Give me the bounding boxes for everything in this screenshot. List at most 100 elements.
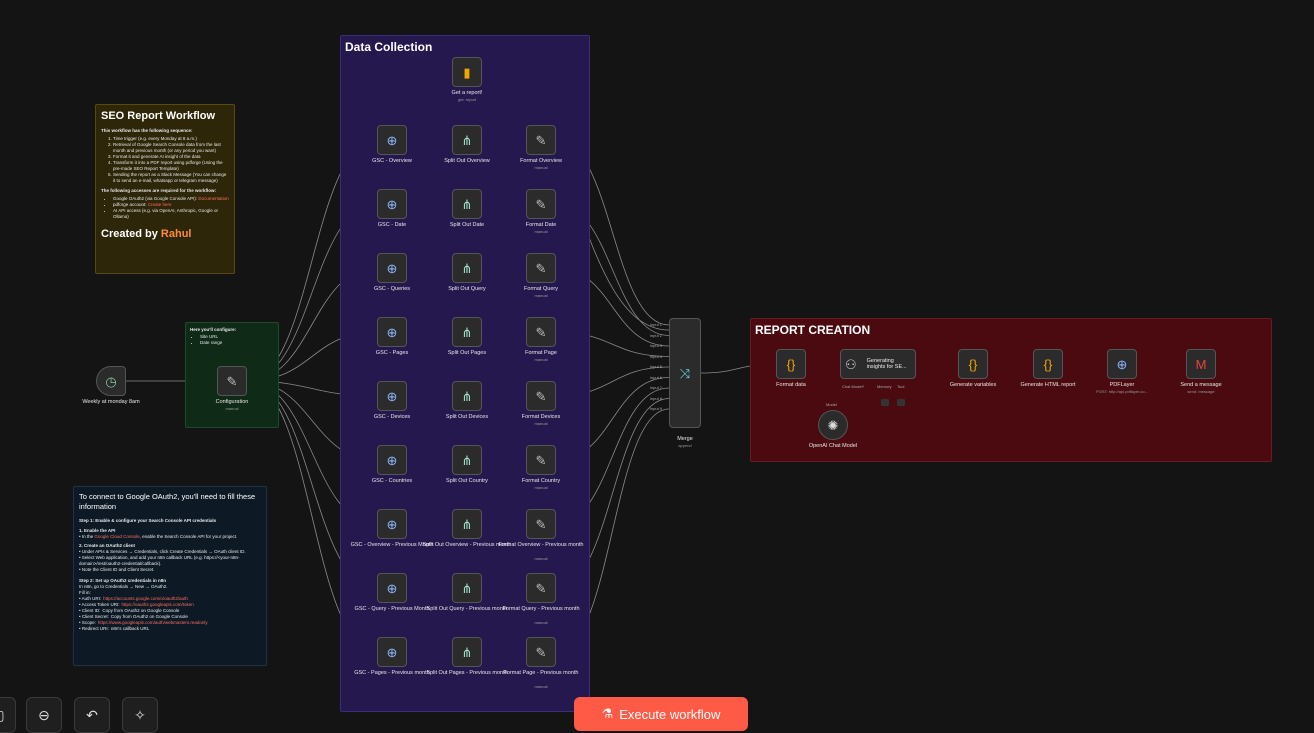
oauth-s1b-line: • Note the Client ID and Client Secret. (79, 567, 155, 572)
split-icon: ⋔ (461, 324, 473, 340)
format-node[interactable]: ✎ (526, 573, 556, 603)
openai-chat-model-node[interactable]: ✺ (818, 410, 848, 440)
format-data-node[interactable]: {} (776, 349, 806, 379)
format-node[interactable]: ✎ (526, 317, 556, 347)
format-node-subtitle: manual (534, 421, 548, 426)
split-icon: ⋔ (461, 196, 473, 212)
gsc-node-label: GSC - Queries (373, 286, 411, 292)
gsc-node[interactable]: ⊕ (377, 573, 407, 603)
split-out-node-label: Split Out Overview (444, 158, 490, 164)
format-node-label: Format Country (521, 478, 561, 484)
undo-button[interactable]: ↶ (74, 697, 110, 733)
split-out-node[interactable]: ⋔ (452, 381, 482, 411)
generate-variables-node[interactable]: {} (958, 349, 988, 379)
pdflayer-node-subtitle: POST: http://api.pdflayer.co... (1096, 389, 1148, 394)
seo-access-item: Google OAuth2 (via Google Console API): … (113, 196, 229, 202)
gmail-icon: M (1195, 356, 1207, 372)
format-node[interactable]: ✎ (526, 637, 556, 667)
format-node-subtitle: manual (534, 556, 548, 561)
gsc-node[interactable]: ⊕ (377, 445, 407, 475)
oauth-s1a-text: • In the Google Cloud Console, enable th… (79, 534, 238, 539)
gsc-node[interactable]: ⊕ (377, 317, 407, 347)
undo-icon: ↶ (86, 706, 98, 723)
merge-node[interactable]: ⤨ (669, 318, 701, 428)
braces-icon: {} (968, 356, 978, 372)
model-port-label: Model (826, 402, 837, 407)
format-node[interactable]: ✎ (526, 381, 556, 411)
oauth-field: • Scope:https://www.googleapis.com/auth/… (79, 620, 208, 625)
split-out-node[interactable]: ⋔ (452, 509, 482, 539)
oauth-step1: Step 1: Enable & configure your Search C… (79, 518, 217, 523)
config-item: Site URL (200, 334, 274, 340)
generate-variables-node-label: Generate variables (949, 382, 997, 388)
format-node[interactable]: ✎ (526, 189, 556, 219)
oauth-field: • Client ID:Copy from OAuth2 on Google C… (79, 608, 180, 613)
schedule-trigger-node[interactable]: ◷ (96, 366, 126, 396)
create-here-link[interactable]: Create here (147, 202, 172, 207)
execute-workflow-label: Execute workflow (619, 706, 721, 722)
format-node-label: Format Overview (520, 158, 562, 164)
pdflayer-node[interactable]: ⊕ (1107, 349, 1137, 379)
gsc-node[interactable]: ⊕ (377, 253, 407, 283)
openai-icon: ✺ (827, 417, 839, 433)
oauth-sticky[interactable]: To connect to Google OAuth2, you'll need… (73, 486, 267, 666)
config-sticky-title: Here you'll configure: (190, 327, 237, 332)
tool-port-label: Tool (897, 384, 905, 389)
globe-icon: ⊕ (386, 196, 398, 212)
split-out-node[interactable]: ⋔ (452, 253, 482, 283)
gsc-node-label: GSC - Pages (375, 350, 409, 356)
format-node[interactable]: ✎ (526, 253, 556, 283)
split-out-node[interactable]: ⋔ (452, 125, 482, 155)
split-out-node-label: Split Out Overview - Previous month (422, 542, 512, 548)
flask-icon: ⚗ (601, 706, 614, 721)
gsc-node[interactable]: ⊕ (377, 125, 407, 155)
gsc-node[interactable]: ⊕ (377, 509, 407, 539)
generate-html-node[interactable]: {} (1033, 349, 1063, 379)
seo-step: Retrieval of Google Search Console data … (113, 142, 229, 154)
oauth-field: • Client Secret:Copy from OAuth2 on Goog… (79, 614, 188, 619)
format-node-subtitle: manual (534, 229, 548, 234)
pencil-icon: ✎ (535, 580, 547, 596)
add-tool-button[interactable] (897, 399, 905, 406)
format-node-subtitle: manual (534, 293, 548, 298)
merge-icon: ⤨ (679, 365, 691, 381)
gsc-node[interactable]: ⊕ (377, 381, 407, 411)
format-node-subtitle: manual (534, 485, 548, 490)
split-out-node[interactable]: ⋔ (452, 317, 482, 347)
configuration-node[interactable]: ✎ (217, 366, 247, 396)
format-node[interactable]: ✎ (526, 445, 556, 475)
format-node[interactable]: ✎ (526, 509, 556, 539)
seo-step: Format it and generate AI insight of the… (113, 154, 229, 160)
split-out-node[interactable]: ⋔ (452, 573, 482, 603)
split-out-node[interactable]: ⋔ (452, 637, 482, 667)
robot-icon: ⚇ (845, 356, 857, 372)
execute-workflow-button[interactable]: ⚗ Execute workflow (574, 697, 748, 731)
google-cloud-console-link[interactable]: Google Cloud Console (94, 534, 140, 539)
fit-view-button[interactable]: ▢ (0, 697, 16, 733)
pencil-icon: ✎ (535, 260, 547, 276)
gmail-node[interactable]: M (1186, 349, 1216, 379)
oauth-s1a-title: 1. Enable the API (79, 528, 116, 533)
split-out-node[interactable]: ⋔ (452, 445, 482, 475)
zoom-out-button[interactable]: ⊖ (26, 697, 62, 733)
oauth-title: To connect to Google OAuth2, you'll need… (79, 492, 256, 511)
globe-icon: ⊕ (386, 132, 398, 148)
seo-workflow-sticky[interactable]: SEO Report Workflow This workflow has th… (95, 104, 235, 274)
format-node-subtitle: manual (534, 357, 548, 362)
format-node[interactable]: ✎ (526, 125, 556, 155)
ai-agent-node[interactable]: ⚇Generating insights for SE... (840, 349, 916, 379)
get-report-node[interactable]: ▮ (452, 57, 482, 87)
split-out-node-label: Split Out Country (446, 478, 488, 484)
documentation-link[interactable]: Documentation (198, 196, 229, 201)
globe-icon: ⊕ (386, 260, 398, 276)
split-out-node[interactable]: ⋔ (452, 189, 482, 219)
clock-icon: ◷ (105, 373, 117, 389)
pencil-icon: ✎ (535, 644, 547, 660)
format-node-label: Format Query (524, 286, 558, 292)
gsc-node[interactable]: ⊕ (377, 637, 407, 667)
add-memory-button[interactable] (881, 399, 889, 406)
gsc-node[interactable]: ⊕ (377, 189, 407, 219)
merge-input-label: input 8 (650, 395, 663, 401)
tidy-up-button[interactable]: ✧ (122, 697, 158, 733)
format-node-label: Format Page (525, 350, 557, 356)
